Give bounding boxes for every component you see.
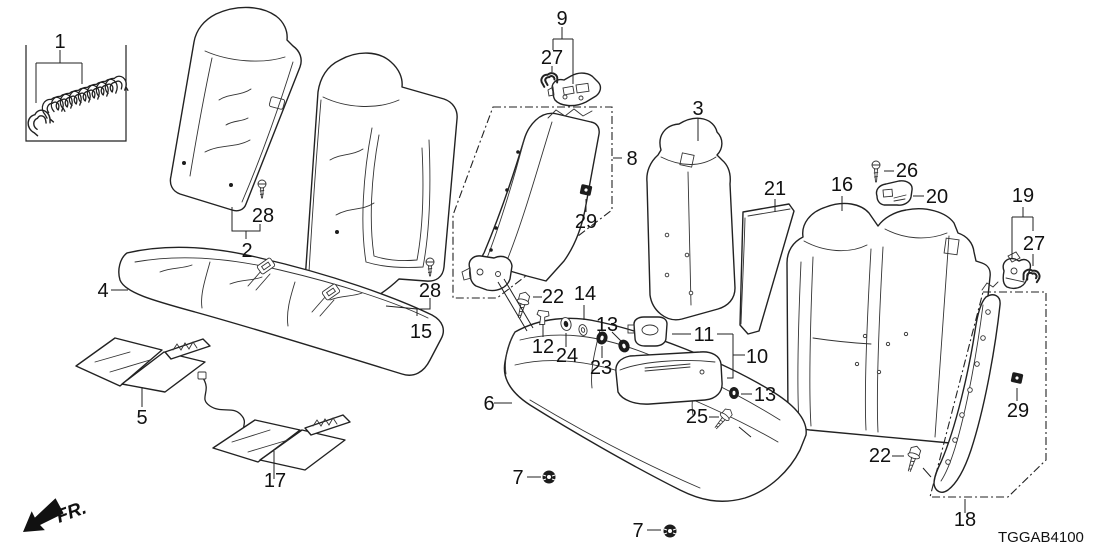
clip-27 bbox=[540, 72, 559, 88]
callout-1: 1 bbox=[54, 31, 65, 53]
leader-lines bbox=[35, 27, 1034, 531]
bolt-22 bbox=[907, 445, 922, 472]
striker-latch bbox=[1002, 251, 1032, 290]
callout-3: 3 bbox=[692, 98, 703, 120]
callout-10: 10 bbox=[746, 346, 768, 368]
callout-8: 8 bbox=[626, 148, 637, 170]
seat-heater-left bbox=[75, 337, 211, 393]
lock-assembly-top bbox=[547, 72, 602, 107]
seat-belt-left bbox=[247, 257, 276, 291]
callout-26: 26 bbox=[896, 160, 918, 182]
center-pillar-trim bbox=[461, 108, 600, 292]
rear-panel-strip bbox=[739, 203, 795, 335]
dashed-box-8 bbox=[452, 106, 613, 299]
grommet-13 bbox=[618, 339, 630, 353]
push-nut-7 bbox=[663, 524, 677, 538]
latch-cover bbox=[875, 180, 913, 206]
seat-cushion-pad bbox=[118, 246, 444, 376]
callout-14: 14 bbox=[574, 283, 596, 305]
seat-back-left bbox=[169, 6, 302, 212]
callout-16: 16 bbox=[831, 174, 853, 196]
grommet-13 bbox=[729, 387, 739, 399]
seat-back-center-left bbox=[304, 52, 458, 308]
callout-15: 15 bbox=[410, 321, 432, 343]
washer-14 bbox=[578, 324, 588, 336]
callout-13b: 13 bbox=[754, 384, 776, 406]
callout-4: 4 bbox=[97, 280, 108, 302]
callout-23: 23 bbox=[590, 357, 612, 379]
callout-27a: 27 bbox=[541, 47, 563, 69]
fr-label: FR. bbox=[54, 497, 90, 527]
grommet-23 bbox=[596, 331, 608, 345]
armrest bbox=[615, 351, 723, 405]
callout-11: 11 bbox=[694, 324, 715, 346]
callout-29b: 29 bbox=[1007, 400, 1029, 422]
detail-box-1 bbox=[25, 45, 129, 142]
screw-26 bbox=[871, 160, 881, 183]
washer-24 bbox=[560, 317, 572, 331]
callout-19: 19 bbox=[1012, 185, 1034, 207]
seat-back-center bbox=[646, 117, 736, 321]
nut-29 bbox=[1010, 372, 1024, 384]
callout-22a: 22 bbox=[542, 286, 564, 308]
clip-12 bbox=[536, 309, 550, 326]
callout-25: 25 bbox=[686, 406, 708, 428]
callout-7a: 7 bbox=[512, 467, 523, 489]
callout-20: 20 bbox=[926, 186, 948, 208]
callout-labels: 1 2 28 4 5 17 15 28 9 27 8 29 3 22 12 24… bbox=[54, 8, 1045, 542]
diagram-code: TGGAB4100 bbox=[998, 529, 1084, 546]
clip-springs bbox=[27, 75, 129, 137]
fr-arrow-icon bbox=[23, 498, 64, 532]
dashed-box-18 bbox=[929, 291, 1047, 498]
push-nut-7 bbox=[542, 470, 556, 484]
fr-direction-indicator: FR. bbox=[23, 497, 90, 532]
callout-27b: 27 bbox=[1023, 233, 1045, 255]
callout-7b: 7 bbox=[632, 520, 643, 542]
callout-22b: 22 bbox=[869, 445, 891, 467]
cup-holder bbox=[627, 316, 668, 347]
seat-back-right-assembly bbox=[786, 202, 991, 444]
seat-belt-right bbox=[311, 283, 341, 317]
nut-29 bbox=[579, 184, 593, 196]
callout-18: 18 bbox=[954, 509, 976, 531]
bolt-25 bbox=[714, 408, 733, 430]
callout-9: 9 bbox=[556, 8, 567, 30]
callout-5: 5 bbox=[136, 407, 147, 429]
callout-17: 17 bbox=[264, 470, 286, 492]
callout-12: 12 bbox=[532, 336, 554, 358]
callout-2: 2 bbox=[241, 240, 252, 262]
heater-harness-wire bbox=[197, 371, 252, 436]
callout-24: 24 bbox=[556, 345, 578, 367]
screw-28 bbox=[257, 179, 267, 199]
callout-6: 6 bbox=[483, 393, 494, 415]
clip-27 bbox=[1022, 268, 1041, 284]
seat-heater-right bbox=[212, 414, 351, 471]
callout-28b: 28 bbox=[419, 280, 441, 302]
bolt-22 bbox=[516, 291, 531, 319]
callout-21: 21 bbox=[764, 178, 786, 200]
side-trim bbox=[933, 281, 1001, 493]
callout-29a: 29 bbox=[575, 211, 597, 233]
callout-13a: 13 bbox=[596, 314, 618, 336]
screw-28 bbox=[425, 257, 435, 277]
callout-28a: 28 bbox=[252, 205, 274, 227]
